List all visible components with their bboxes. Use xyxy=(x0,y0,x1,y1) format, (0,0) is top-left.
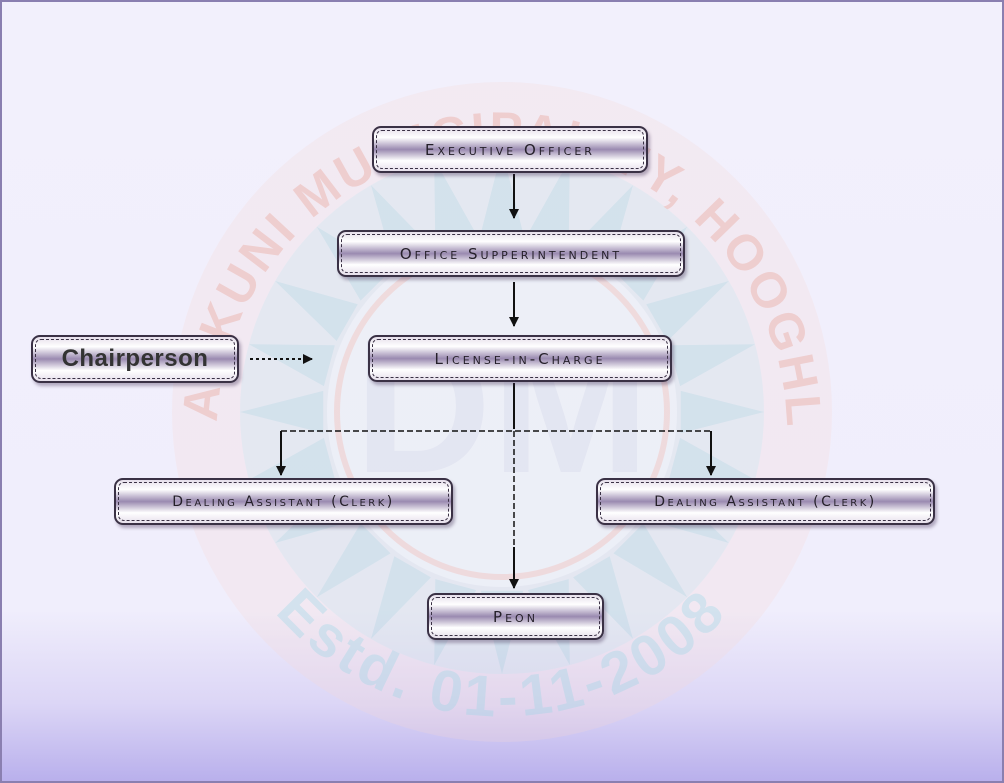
node-office-superintendent: Office Supperintendent xyxy=(337,230,685,277)
seal-ray xyxy=(316,523,391,598)
node-dealing-assistant-left: Dealing Assistant (Clerk) xyxy=(114,478,453,525)
seal-ray xyxy=(680,390,764,434)
seal-ray xyxy=(669,437,756,480)
seal-ray xyxy=(275,281,358,341)
seal-ray xyxy=(646,281,729,341)
node-label: License-in-Charge xyxy=(434,349,606,368)
node-license-in-charge: License-in-Charge xyxy=(368,335,672,382)
seal-ray xyxy=(248,437,335,480)
node-label: Chairperson xyxy=(61,345,209,372)
node-chairperson: Chairperson xyxy=(31,335,239,383)
node-label: Peon xyxy=(493,607,538,626)
node-label: Dealing Assistant (Clerk) xyxy=(654,493,877,510)
seal-ray xyxy=(613,523,688,598)
node-peon: Peon xyxy=(427,593,604,640)
seal-ray xyxy=(240,390,324,434)
node-executive-officer: Executive Officer xyxy=(372,126,648,173)
seal-ray xyxy=(434,158,477,245)
node-label: Dealing Assistant (Clerk) xyxy=(172,493,395,510)
seal-ray xyxy=(248,344,335,387)
node-dealing-assistant-right: Dealing Assistant (Clerk) xyxy=(596,478,935,525)
node-label: Office Supperintendent xyxy=(399,244,623,263)
seal-ray xyxy=(371,556,431,639)
node-label: Executive Officer xyxy=(425,140,595,159)
seal-ray xyxy=(669,344,756,387)
seal-ray xyxy=(527,158,570,245)
